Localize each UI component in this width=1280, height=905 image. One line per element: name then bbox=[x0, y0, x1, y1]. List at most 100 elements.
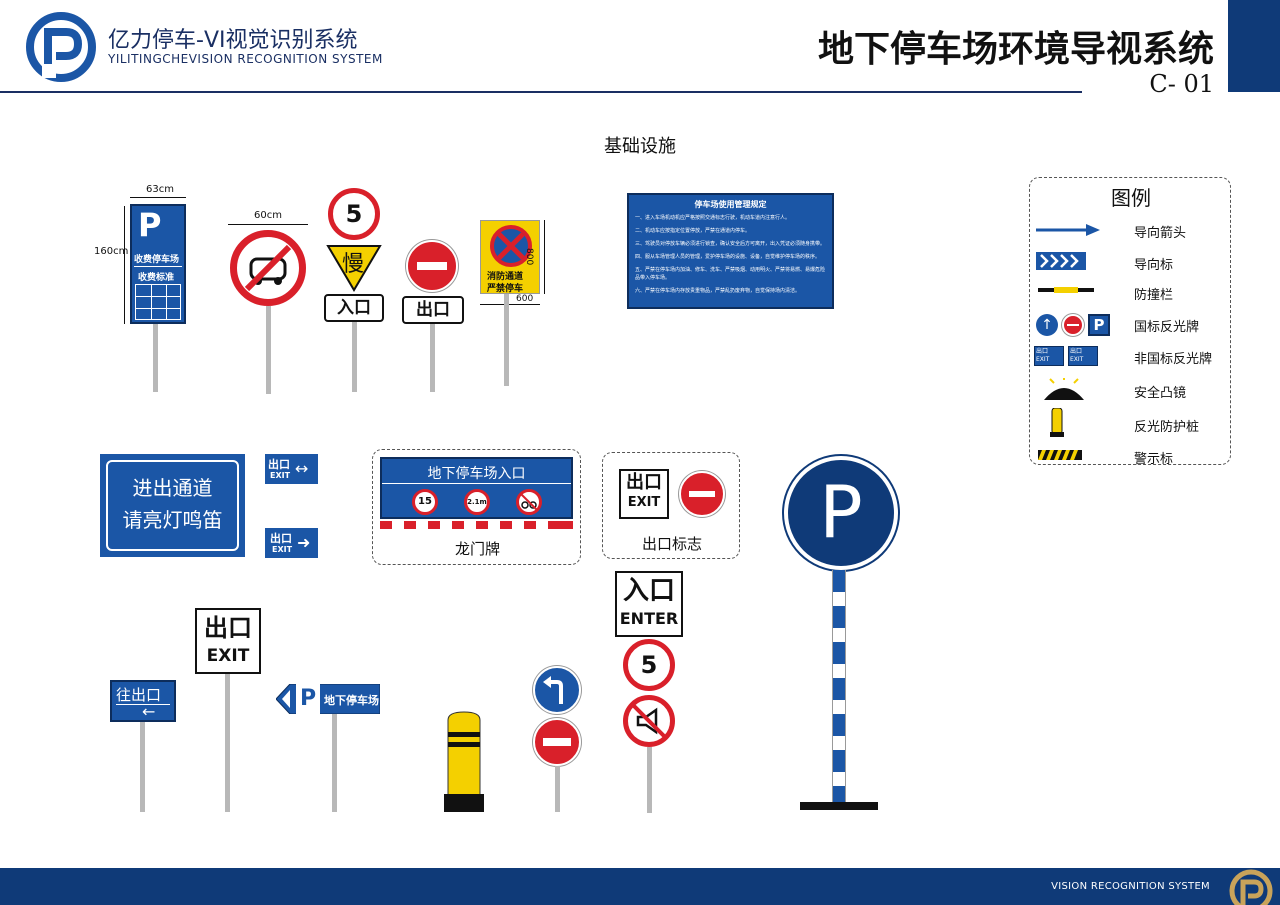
page-code: C- 01 bbox=[1149, 70, 1214, 98]
brand-title: 亿力停车-VI视觉识别系统 bbox=[108, 28, 358, 53]
entrance-label: 入口 bbox=[337, 298, 371, 318]
rule-item: 六、严禁在停车场内存放贵重物品，严禁乱扔废弃物，自觉保持场内清洁。 bbox=[635, 288, 801, 294]
gantry-caption: 龙门牌 bbox=[454, 540, 500, 558]
legend-label-bumper: 防撞栏 bbox=[1134, 288, 1174, 303]
sign-pole bbox=[140, 722, 145, 812]
exit-sign-small-right: 出口 EXIT ➜ bbox=[265, 528, 318, 558]
parking-circle: P bbox=[784, 456, 898, 570]
no-honking-icon bbox=[623, 695, 675, 747]
footer-logo-icon bbox=[1229, 869, 1273, 905]
dim-height-label: 160cm bbox=[94, 246, 129, 257]
no-stopping-icon bbox=[490, 225, 532, 267]
parking-fee-panel: P 收费停车场 收费标准 bbox=[130, 204, 186, 324]
exit-label: 出口 bbox=[416, 300, 450, 320]
big-parking-sign: P bbox=[784, 456, 898, 814]
gantry-title: 地下停车场入口 bbox=[427, 466, 526, 482]
rule-item: 一、进入车场机动机应严格按照交通标志行驶，机动车道内注意行人。 bbox=[635, 215, 791, 221]
slow-triangle-icon bbox=[326, 245, 382, 292]
gantry-barrier-icon bbox=[380, 521, 573, 529]
rules-title: 停车场使用管理规定 bbox=[694, 200, 767, 209]
exit-sign-group: 出口 EXIT 出口标志 bbox=[602, 452, 740, 559]
turn-left-icon bbox=[533, 666, 581, 714]
speed-limit-icon: 15 bbox=[412, 489, 438, 515]
footer-text: VISION RECOGNITION SYSTEM bbox=[1051, 881, 1210, 892]
notice-line1: 进出通道 bbox=[132, 476, 213, 500]
exit-direction-sign: 往出口 ← bbox=[110, 680, 176, 814]
dim-width-line bbox=[130, 197, 186, 198]
sign-pole bbox=[647, 747, 652, 813]
rules-list: 一、进入车场机动机应严格按照交通标志行驶，机动车道内注意行人。二、机动车应按指定… bbox=[635, 214, 826, 295]
exit-sign-large: 出口 EXIT bbox=[195, 608, 261, 814]
fire-lane-line1: 消防通道 bbox=[487, 272, 524, 282]
parking-direction-sign: P 地下停车场 bbox=[276, 684, 380, 814]
legend-label-custom: 非国标反光牌 bbox=[1134, 352, 1213, 367]
brand-subtitle: YILITINGCHEVISION RECOGNITION SYSTEM bbox=[108, 52, 383, 66]
header-divider bbox=[0, 91, 1082, 93]
legend-label-warning: 警示标 bbox=[1134, 452, 1174, 467]
footer-bar bbox=[0, 868, 1280, 905]
national-sign-icon: ↑ P bbox=[1036, 314, 1112, 336]
legend-title: 图例 bbox=[1111, 186, 1151, 210]
exit-plate-large: 出口 EXIT bbox=[619, 469, 669, 519]
left-arrow-icon: ← bbox=[142, 702, 156, 721]
brand-logo bbox=[26, 12, 96, 82]
bumper-bar-icon bbox=[1038, 287, 1094, 293]
bidirectional-arrow-icon: ↔ bbox=[295, 459, 309, 478]
no-entry-icon bbox=[533, 718, 581, 766]
sign-pole bbox=[153, 324, 158, 392]
parking-fee-sign: 63cm 160cm P 收费停车场 收费标准 bbox=[90, 184, 200, 394]
parking-letter: P bbox=[138, 206, 162, 244]
warning-stripe-icon bbox=[1038, 450, 1082, 460]
gantry-sign-group: 地下停车场入口 15 2.1m 龙门牌 bbox=[372, 449, 581, 565]
no-bicycle-icon bbox=[516, 489, 542, 515]
no-entry-sign: 出口 bbox=[400, 238, 466, 394]
convex-mirror-icon bbox=[1044, 378, 1084, 400]
height-limit-icon: 2.1m bbox=[464, 489, 490, 515]
no-entry-icon bbox=[1062, 314, 1084, 336]
fire-lane-line2: 严禁停车 bbox=[487, 284, 524, 294]
sign-pole bbox=[266, 306, 271, 394]
rule-item: 五、严禁在停车场内加油、修车、洗车、严禁吸烟、动用明火、严禁将易燃、易爆危险品带… bbox=[635, 267, 826, 281]
sign-pole bbox=[504, 294, 509, 386]
fire-lane-sign: 消防通道 严禁停车 800 600 bbox=[476, 218, 556, 388]
no-parking-sign: 60cm bbox=[224, 208, 314, 394]
rule-item: 四、服从车场管理人员的管理，爱护停车场的设施、设备，自觉维护停车场的秩序。 bbox=[635, 254, 821, 260]
legend-label-bollard: 反光防护桩 bbox=[1134, 420, 1200, 435]
fee-table bbox=[135, 284, 181, 320]
enter-sign: 入口 ENTER 5 bbox=[615, 571, 683, 814]
dim-width-label: 60cm bbox=[254, 210, 282, 221]
speed-limit-icon: 5 bbox=[623, 639, 675, 691]
parking-fee-subtitle: 收费标准 bbox=[138, 273, 175, 283]
parking-fee-title: 收费停车场 bbox=[134, 255, 180, 265]
dim-width-label: 600 bbox=[516, 294, 534, 304]
chevron-guide-icon bbox=[1036, 252, 1086, 270]
legend-label-arrow: 导向箭头 bbox=[1134, 226, 1187, 241]
pole-base bbox=[800, 802, 878, 810]
sign-pole bbox=[555, 766, 560, 812]
bollard-icon bbox=[1050, 408, 1064, 437]
up-arrow-icon: ↑ bbox=[1036, 314, 1058, 336]
car-icon bbox=[244, 244, 292, 292]
bollard-icon bbox=[444, 711, 484, 812]
sign-pole bbox=[352, 322, 357, 392]
no-parking-ring bbox=[230, 230, 306, 306]
sign-pole bbox=[332, 714, 337, 812]
no-entry-icon bbox=[406, 240, 458, 292]
gantry-panel: 地下停车场入口 15 2.1m bbox=[380, 457, 573, 519]
slow-text: 慢 bbox=[342, 252, 365, 277]
legend-label-national: 国标反光牌 bbox=[1134, 320, 1200, 335]
exit-plate: 出口 bbox=[402, 296, 464, 324]
notice-board: 进出通道 请亮灯鸣笛 bbox=[100, 454, 245, 557]
rules-board: 停车场使用管理规定 一、进入车场机动机应严格按照交通标志行驶，机动车道内注意行人… bbox=[627, 193, 834, 309]
arrow-icon bbox=[1036, 224, 1100, 236]
legend-label-mirror: 安全凸镜 bbox=[1134, 386, 1187, 401]
turn-left-sign bbox=[531, 666, 583, 814]
speed-limit-sign: 5 慢 入口 bbox=[322, 186, 386, 394]
speed-value: 5 bbox=[345, 200, 363, 228]
page-title: 地下停车场环境导视系统 bbox=[817, 28, 1214, 70]
brand-logo-icon bbox=[26, 12, 96, 82]
exit-group-caption: 出口标志 bbox=[641, 535, 702, 553]
exit-sign-small-bidirectional: 出口 EXIT ↔ bbox=[265, 454, 318, 484]
